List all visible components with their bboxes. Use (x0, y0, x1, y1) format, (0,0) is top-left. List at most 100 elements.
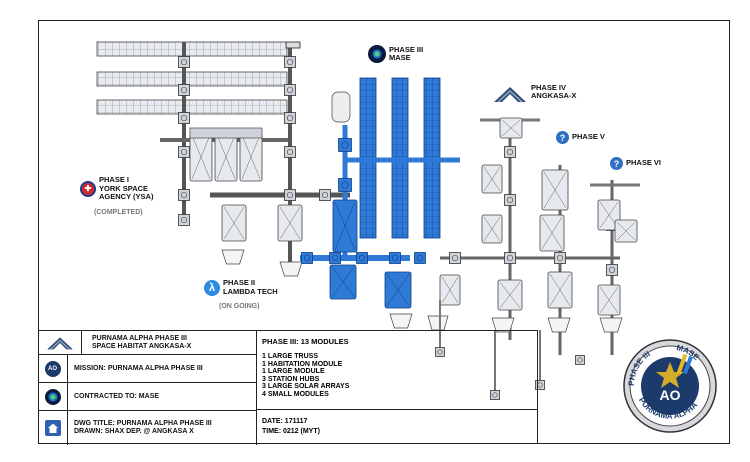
project-title-line2: SPACE HABITAT ANGKASA-X (92, 342, 192, 350)
home-icon (38, 411, 68, 445)
hub (180, 216, 188, 224)
hub (303, 254, 311, 262)
drawn-by: DRAWN: SHAX DEP. @ ANGKASA X (74, 428, 194, 435)
hub (338, 138, 352, 152)
hub (416, 254, 424, 262)
module (285, 41, 301, 49)
title-row-drawing: DWG TITLE: PURNAMA ALPHA PHASE III DRAWN… (38, 411, 256, 445)
hub (556, 254, 564, 262)
hub (301, 252, 313, 264)
module-item: 1 LARGE TRUSS (262, 353, 319, 360)
capsule (279, 261, 303, 277)
phase-6-title: PHASE VI (626, 158, 662, 168)
hub (391, 254, 399, 262)
title-row-project: PURNAMA ALPHA PHASE III SPACE HABITAT AN… (38, 331, 256, 355)
phase-3-label: PHASE III MASE (368, 45, 423, 63)
time-text: TIME: 0212 (MYT) (262, 428, 320, 435)
hub (180, 58, 188, 66)
hub (180, 114, 188, 122)
hub (575, 355, 585, 365)
hub (180, 148, 188, 156)
title-row-mission: AO MISSION: PURNAMA ALPHA PHASE III (38, 355, 256, 383)
hub (178, 214, 190, 226)
phase-1-title: PHASE I (99, 175, 130, 184)
contracted-text: CONTRACTED TO: MASE (74, 392, 160, 400)
hub (286, 58, 294, 66)
hub (451, 254, 459, 262)
mase-logo-icon (368, 45, 386, 63)
hub (178, 112, 190, 124)
phase-5-title: PHASE V (572, 132, 605, 142)
date-box: DATE: 171117 TIME: 0212 (MYT) (256, 409, 538, 445)
title-block: PURNAMA ALPHA PHASE III SPACE HABITAT AN… (38, 330, 538, 445)
hub (284, 189, 296, 201)
phase-4-title: PHASE IV (531, 82, 567, 92)
module-item: 4 SMALL MODULES (262, 390, 329, 398)
mission-text: MISSION: PURNAMA ALPHA PHASE III (74, 364, 203, 372)
hub (506, 148, 514, 156)
phase-1-label: ✚ PHASE I YORK SPACE AGENCY (YSA) (80, 175, 154, 202)
hub (178, 84, 190, 96)
module-cross (483, 166, 501, 192)
hub (178, 146, 190, 158)
module-cross (501, 119, 521, 137)
module-cross (331, 266, 355, 298)
seal-center-text: AO (660, 387, 681, 403)
phase-1-org-line2: AGENCY (YSA) (99, 192, 154, 201)
solar-array (96, 99, 288, 115)
phase-4-org: ANGKASA-X (531, 91, 577, 100)
title-row-contract: CONTRACTED TO: MASE (38, 383, 256, 411)
hub (180, 86, 188, 94)
hub (178, 56, 190, 68)
hub (284, 84, 296, 96)
module-cross (499, 281, 521, 309)
solar-array (96, 71, 288, 87)
unknown-org-icon: ? (610, 157, 623, 170)
capsule (221, 249, 245, 265)
module-cross (599, 286, 619, 314)
hub (286, 114, 294, 122)
hub (284, 112, 296, 124)
ysa-logo-icon: ✚ (80, 180, 96, 197)
hub (449, 252, 461, 264)
hub (341, 141, 349, 149)
module-cross (191, 134, 211, 180)
project-title-line1: PURNAMA ALPHA PHASE III (92, 334, 187, 342)
module-cross (483, 216, 501, 242)
module-cross (386, 273, 410, 307)
capsule (599, 317, 623, 333)
hub (319, 189, 331, 201)
module-cross (441, 276, 459, 304)
phase-5-label: ? PHASE V (556, 131, 605, 144)
phase-2-title: PHASE II (223, 278, 256, 287)
module-item: 3 STATION HUBS (262, 375, 320, 383)
hub (535, 380, 545, 390)
hub (437, 349, 443, 355)
hub (358, 254, 366, 262)
modules-list: 1 LARGE TRUSS 1 HABITATION MODULE 1 LARG… (262, 353, 349, 399)
unknown-org-icon: ? (556, 131, 569, 144)
hub (504, 252, 516, 264)
hub (321, 191, 329, 199)
module-cross (549, 273, 571, 307)
hub (338, 178, 352, 192)
module-cross (543, 171, 567, 209)
ao-logo-icon: AO (38, 355, 68, 382)
module-cross (241, 134, 261, 180)
module-item: 1 LARGE MODULE (262, 368, 325, 376)
hub (492, 392, 498, 398)
hub (490, 390, 500, 400)
angkasa-x-logo-icon (494, 87, 526, 103)
hub (286, 148, 294, 156)
hub (286, 191, 294, 199)
mission-seal: PHASE III MASE PURNAMA ALPHA AO (623, 339, 717, 433)
hub (577, 357, 583, 363)
hub (284, 146, 296, 158)
capsule (491, 317, 515, 333)
mase-logo-icon (38, 383, 68, 410)
module-cross (541, 216, 563, 250)
module-item: 3 LARGE SOLAR ARRAYS (262, 383, 350, 391)
hub (286, 86, 294, 94)
